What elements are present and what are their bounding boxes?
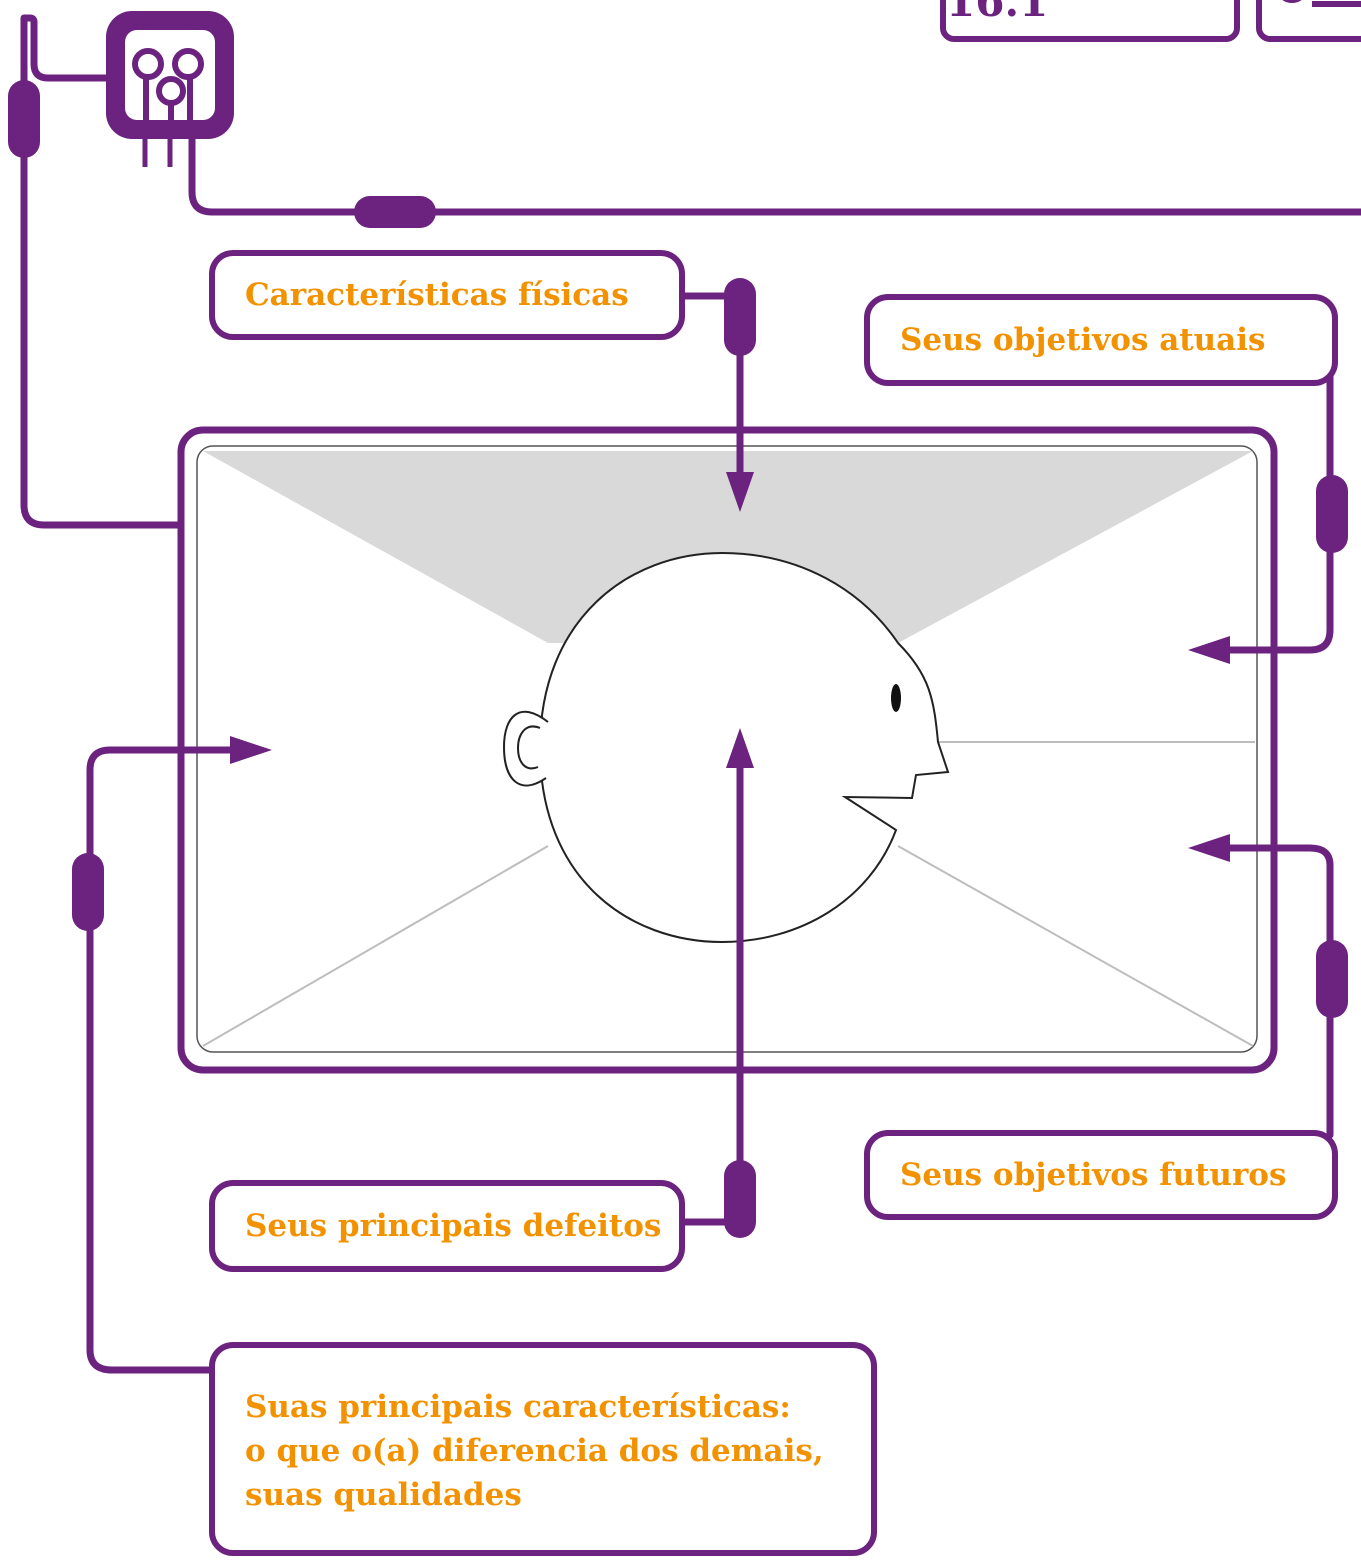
annex-label: ANEXO 16.1: [946, 0, 1049, 26]
handle-future-goals: [1316, 940, 1348, 1018]
connector-plug-icon: [106, 11, 234, 167]
arrowhead-flaws: [726, 728, 754, 768]
top-wedge: [203, 451, 1253, 643]
connector-current-goals: [1196, 372, 1334, 655]
annex-badge: ANEXO 16.1: [940, 0, 1240, 42]
label-traits-line2: o que o(a) diferencia dos demais,: [245, 1433, 824, 1469]
label-traits-line1: Suas principais características:: [245, 1389, 791, 1425]
arrowhead-current-goals: [1188, 636, 1230, 664]
bookmark-icon: [1256, 0, 1361, 42]
label-current-goals-text: Seus objetivos atuais: [900, 322, 1266, 358]
label-future-goals: Seus objetivos futuros: [864, 1130, 1338, 1220]
divider-line-right-bottom: [897, 845, 1254, 1047]
handle-current-goals: [1316, 475, 1348, 553]
label-main-flaws: Seus principais defeitos: [209, 1180, 685, 1272]
connector-future-goals: [1196, 843, 1334, 1139]
connector-logo-top: [20, 14, 185, 529]
label-physical-characteristics: Características físicas: [209, 250, 685, 340]
connector-traits: [86, 745, 262, 1374]
label-traits-line3: suas qualidades: [245, 1477, 522, 1513]
bookmark-icon-glyph: [1282, 0, 1361, 7]
handle-left-top: [8, 80, 40, 158]
arrowhead-future-goals: [1188, 834, 1230, 862]
eye-icon: [891, 684, 901, 712]
label-physical-text: Características físicas: [245, 277, 629, 313]
label-flaws-text: Seus principais defeitos: [245, 1208, 662, 1244]
divider-line-left-bottom: [202, 845, 549, 1047]
connector-header-line: [188, 135, 1361, 216]
handle-physical: [724, 278, 756, 356]
label-future-goals-text: Seus objetivos futuros: [900, 1157, 1287, 1193]
handle-header-line: [354, 196, 436, 228]
label-current-goals: Seus objetivos atuais: [864, 294, 1338, 386]
arrowhead-traits: [230, 736, 272, 764]
arrowhead-physical: [726, 472, 754, 512]
handle-traits: [72, 853, 104, 931]
handle-flaws: [724, 1160, 756, 1238]
label-main-traits: Suas principais características: o que o…: [209, 1342, 877, 1556]
